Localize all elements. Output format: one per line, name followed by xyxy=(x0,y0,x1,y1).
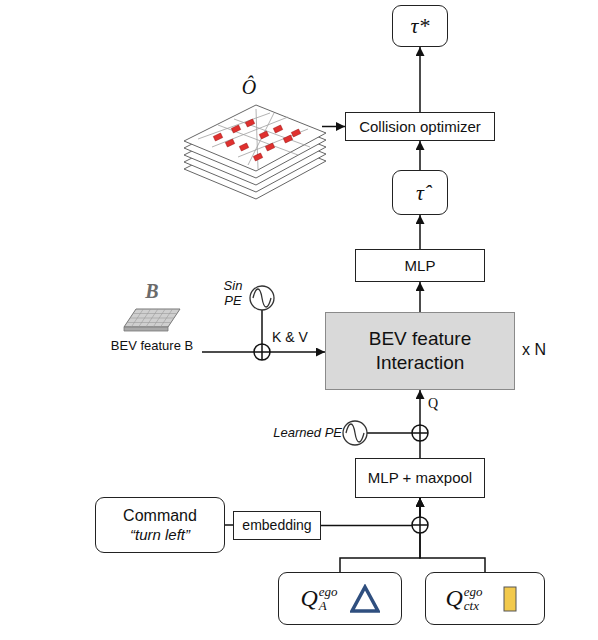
subscript: A xyxy=(319,599,327,613)
connector xyxy=(321,498,420,526)
adder-symbol xyxy=(412,425,428,441)
feature-plate xyxy=(122,303,182,335)
connector xyxy=(322,126,345,128)
box-label: embedding xyxy=(242,517,311,533)
bar-icon xyxy=(495,584,525,614)
box-title: Command xyxy=(123,507,197,525)
edge-label: K & V xyxy=(272,329,308,345)
connector xyxy=(420,498,485,572)
pe-label: Learned PE xyxy=(256,426,342,441)
pe-label: Sin PE xyxy=(216,279,250,309)
connector xyxy=(419,215,421,249)
triangle-icon xyxy=(350,584,380,614)
process-box: Qegoctx xyxy=(425,572,545,625)
adder-symbol xyxy=(412,517,428,533)
learned-pe-symbol xyxy=(343,421,367,445)
box-label: MLP xyxy=(405,257,436,274)
command-text: “turn left” xyxy=(130,526,190,543)
connector xyxy=(419,282,421,312)
process-box: τ* xyxy=(392,5,448,47)
subscript: ctx xyxy=(464,599,479,613)
process-box: embedding xyxy=(233,511,321,540)
connector xyxy=(340,498,420,572)
box-label: MLP + maxpool xyxy=(368,469,472,486)
occupancy-layers xyxy=(178,99,330,211)
process-box: BEV feature Interaction xyxy=(325,312,515,390)
feature-symbol: B xyxy=(145,280,158,303)
repeat-count: x N xyxy=(522,341,546,359)
occupancy-symbol: Ô xyxy=(242,76,256,99)
connector xyxy=(419,390,421,458)
adder-symbol xyxy=(254,344,270,360)
box-label: Collision optimizer xyxy=(359,118,481,135)
pe-wire xyxy=(367,432,412,434)
connector xyxy=(225,524,233,526)
box-label: BEV feature Interaction xyxy=(345,327,495,375)
process-box: QegoA xyxy=(278,572,402,625)
box-label: τ̂ xyxy=(416,180,424,205)
process-box: τ̂ xyxy=(392,170,448,215)
query-symbol: Q xyxy=(300,585,317,613)
process-box: Collision optimizer xyxy=(345,112,495,141)
box-label: τ* xyxy=(411,13,430,38)
superscript: ego xyxy=(319,585,338,599)
edge-label: Q xyxy=(428,396,438,412)
superscript: ego xyxy=(464,585,483,599)
sin-pe-symbol xyxy=(250,286,274,310)
pe-wire xyxy=(261,310,263,344)
bev-feature-map: B BEV feature B xyxy=(100,280,204,364)
process-box: MLP xyxy=(355,249,485,282)
connector xyxy=(419,47,421,112)
process-box: Command“turn left” xyxy=(95,497,225,553)
feature-caption: BEV feature B xyxy=(111,339,193,354)
connector xyxy=(419,141,421,170)
occupancy-stack: Ô xyxy=(178,76,330,216)
process-box: MLP + maxpool xyxy=(355,458,485,498)
query-symbol: Q xyxy=(445,585,462,613)
